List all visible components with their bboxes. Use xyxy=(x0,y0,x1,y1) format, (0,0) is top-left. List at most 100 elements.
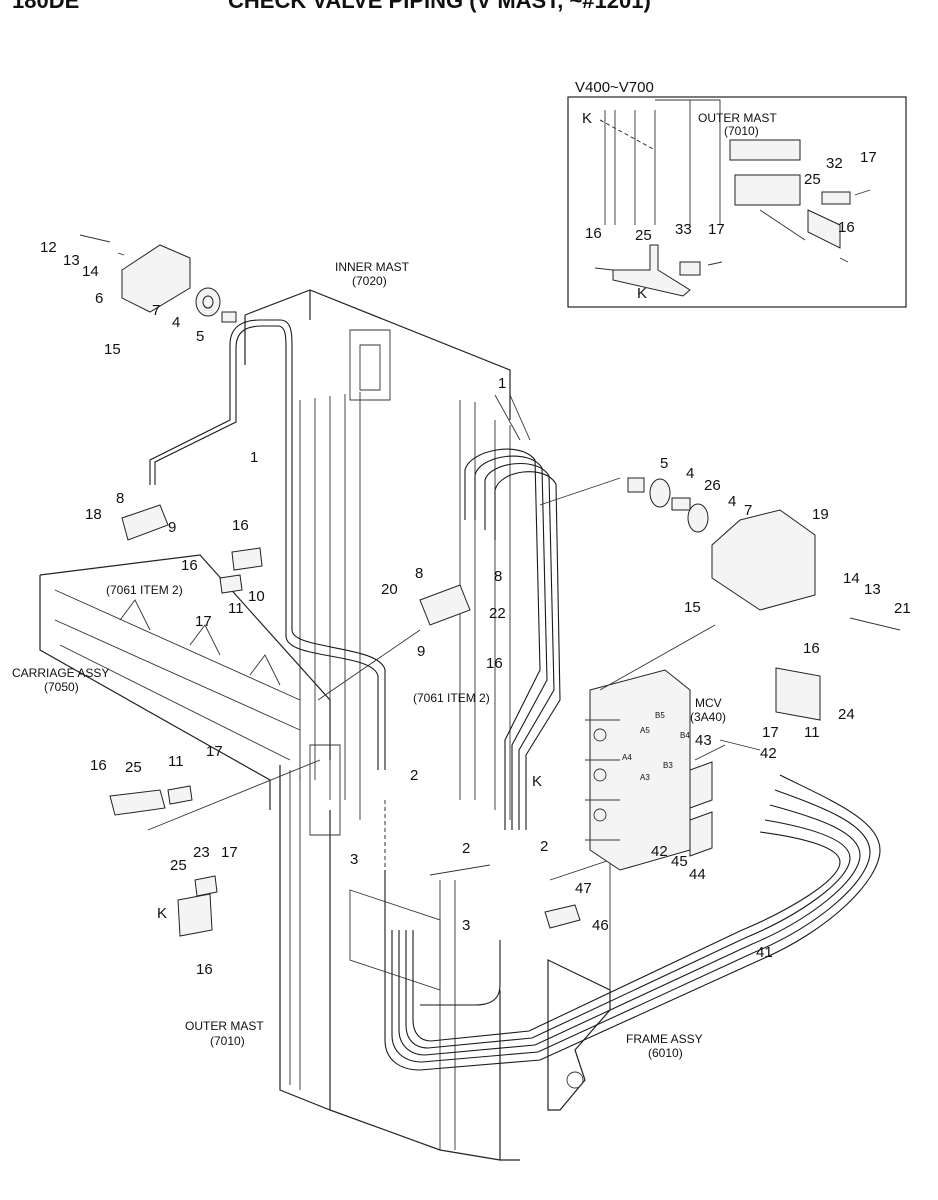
callout-20: 20 xyxy=(381,581,398,598)
caption-mcv-code: (3A40) xyxy=(690,710,726,724)
callout-18: 18 xyxy=(85,506,102,523)
callout-15: 15 xyxy=(104,341,121,358)
callout-22: 22 xyxy=(489,605,506,622)
callout-25: 25 xyxy=(804,171,821,188)
callout-9: 9 xyxy=(168,519,176,536)
mcv-port-2 xyxy=(593,768,607,782)
leader-lines xyxy=(147,394,761,876)
hose-41-b xyxy=(391,789,871,1063)
port-label: B3 xyxy=(663,761,673,770)
callout-16: 16 xyxy=(585,225,602,242)
callout-15: 15 xyxy=(684,599,701,616)
collar-5-right xyxy=(627,477,645,493)
caption-carriage: CARRIAGE ASSY xyxy=(12,666,109,680)
outer-mast-crossmember xyxy=(349,889,441,991)
clamp-11-lower xyxy=(167,785,193,805)
callout-14: 14 xyxy=(843,570,860,587)
callout-16: 16 xyxy=(838,219,855,236)
callout-7: 7 xyxy=(152,302,160,319)
callout-17: 17 xyxy=(206,743,223,760)
carriage-teeth xyxy=(119,599,281,686)
clamp-10 xyxy=(231,547,263,571)
inset-outer-mast-label: OUTER MAST xyxy=(698,111,777,125)
carriage-plate xyxy=(309,744,341,836)
header-model-code: 180DE xyxy=(12,0,79,13)
hose-1-right-d xyxy=(494,471,561,830)
inset-outer-mast-code: (7010) xyxy=(724,124,759,138)
fitting-42 xyxy=(689,761,713,857)
pulley-4-right-a xyxy=(649,478,671,508)
callout-11: 11 xyxy=(804,724,820,741)
header-title: CHECK VALVE PIPING (V MAST, ~#1201) xyxy=(228,0,651,13)
inset-frame xyxy=(567,96,907,308)
callout-k: K xyxy=(157,905,167,922)
inset-clamp-33 xyxy=(679,261,701,276)
bracket-20 xyxy=(419,584,471,626)
callout-2: 2 xyxy=(410,767,418,784)
carriage-rails xyxy=(54,589,301,761)
caption-frame: FRAME ASSY xyxy=(626,1032,703,1046)
callout-6: 6 xyxy=(95,290,103,307)
callout-2: 2 xyxy=(540,838,548,855)
callout-32: 32 xyxy=(826,155,843,172)
inset-title: V400~V700 xyxy=(575,79,654,96)
clamp-46 xyxy=(544,904,581,929)
callout-12: 12 xyxy=(40,239,57,256)
carriage-frame xyxy=(39,554,331,810)
callout-1: 1 xyxy=(250,449,258,466)
hose-1-right-c xyxy=(484,463,555,830)
bracket-24 xyxy=(775,667,821,721)
caption-frame-code: (6010) xyxy=(648,1046,683,1060)
cover-19 xyxy=(711,509,816,611)
callout-24: 24 xyxy=(838,706,855,723)
frame-assy-hole xyxy=(566,1071,584,1089)
collar-5-left xyxy=(221,311,237,323)
port-label: A3 xyxy=(640,773,650,782)
caption-item-ref-center: (7061 ITEM 2) xyxy=(413,691,490,705)
callout-k: K xyxy=(532,773,542,790)
hose-41-c xyxy=(398,804,861,1056)
frame-assy-bracket xyxy=(547,959,611,1111)
bracket-6 xyxy=(121,244,191,313)
hoses xyxy=(149,319,881,1071)
inset-mast-rails xyxy=(604,110,656,225)
hose-41-a xyxy=(384,774,881,1071)
captions: INNER MAST (7020) CARRIAGE ASSY (7050) O… xyxy=(12,260,726,1060)
callout-45: 45 xyxy=(671,853,688,870)
caption-carriage-code: (7050) xyxy=(44,680,79,694)
parts xyxy=(79,234,901,937)
bracket-25-bottom xyxy=(177,893,213,937)
mcv-port-1 xyxy=(593,728,607,742)
callout-5: 5 xyxy=(660,455,668,472)
inner-mast-top xyxy=(244,289,511,420)
hose-1-right-b xyxy=(474,455,548,830)
inner-mast-bracket xyxy=(349,329,391,401)
clamp-11 xyxy=(219,574,243,594)
callout-44: 44 xyxy=(689,866,706,883)
callout-46: 46 xyxy=(592,917,609,934)
caption-inner-mast-code: (7020) xyxy=(352,274,387,288)
callout-10: 10 xyxy=(248,588,265,605)
callout-17: 17 xyxy=(221,844,238,861)
inset-bracket-25 xyxy=(612,244,691,297)
inset-bracket-25b xyxy=(807,209,841,249)
caption-inner-mast: INNER MAST xyxy=(335,260,410,274)
hose-41-e xyxy=(412,831,841,1042)
callout-4: 4 xyxy=(686,465,694,482)
clamp-23 xyxy=(194,875,218,897)
mcv-port-3 xyxy=(593,808,607,822)
port-label: A4 xyxy=(622,753,632,762)
port-label: B4 xyxy=(680,731,690,740)
caption-outer-mast: OUTER MAST xyxy=(185,1019,264,1033)
port-label: A5 xyxy=(640,726,650,735)
callout-16: 16 xyxy=(803,640,820,657)
callout-3: 3 xyxy=(462,917,470,934)
inset-mast-body xyxy=(655,99,721,225)
mast-structure xyxy=(39,289,611,1161)
inner-mast-rails xyxy=(299,392,361,820)
callout-23: 23 xyxy=(193,844,210,861)
callout-19: 19 xyxy=(812,506,829,523)
callout-11: 11 xyxy=(168,753,184,770)
callout-13: 13 xyxy=(63,252,80,269)
